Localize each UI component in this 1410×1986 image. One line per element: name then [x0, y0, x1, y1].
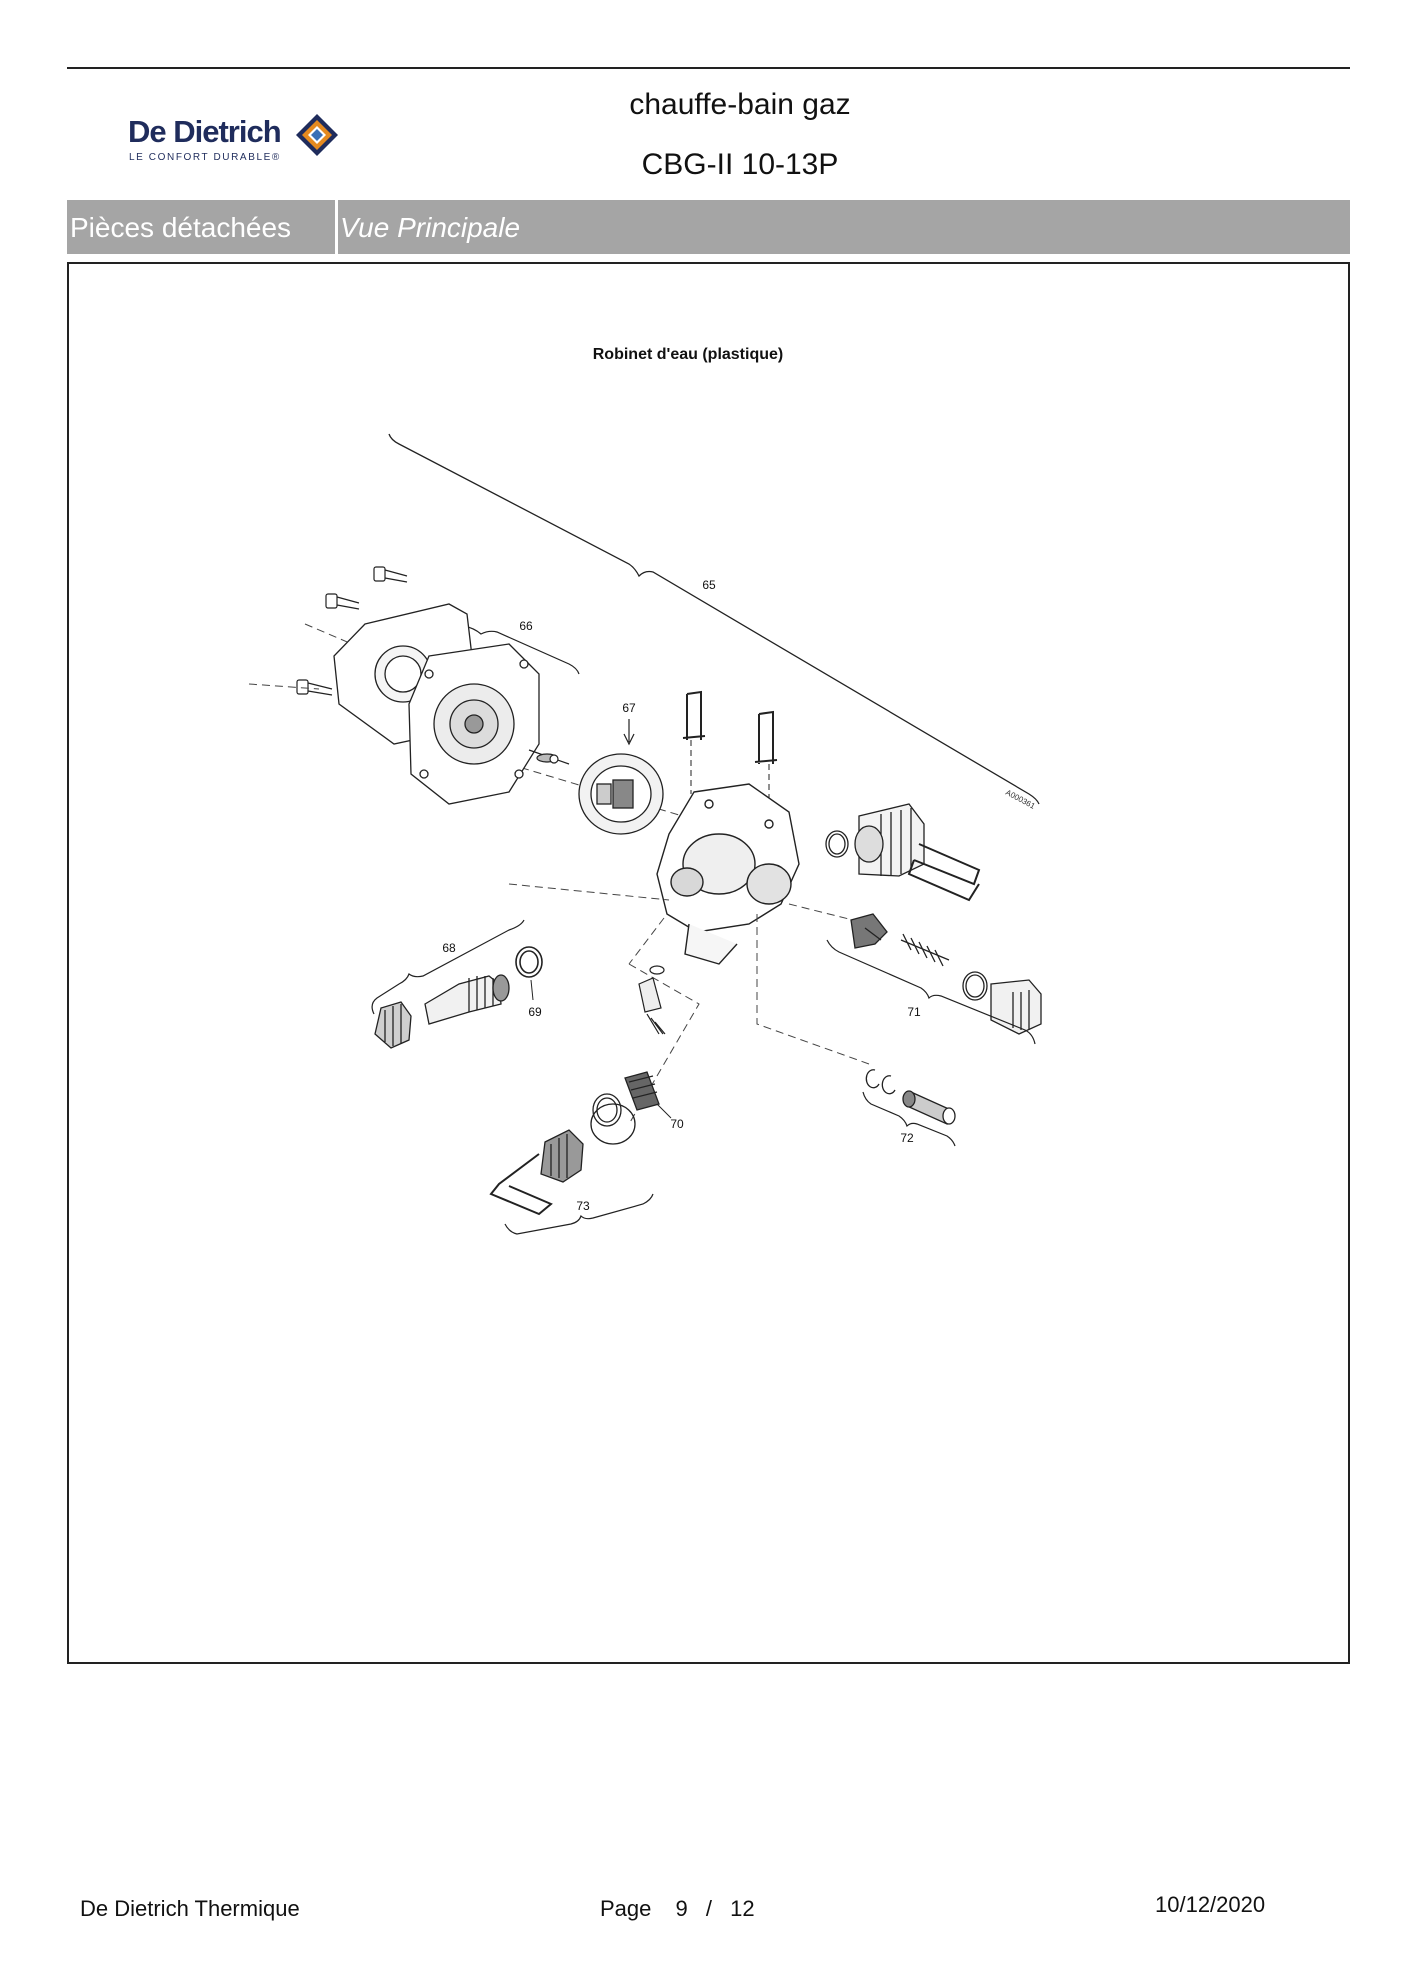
section-category: Pièces détachées: [70, 212, 292, 243]
spring-valve-71: [850, 913, 1042, 1035]
bracket-73: [504, 1193, 654, 1235]
control-ring: [578, 753, 664, 835]
footer-company: De Dietrich Thermique: [80, 1896, 300, 1921]
header-rule: [67, 67, 1350, 69]
callout-73: 73: [576, 1199, 590, 1213]
small-screw: [638, 965, 666, 1035]
retaining-clip: [907, 843, 981, 902]
filter-70: [624, 1071, 660, 1111]
bracket-65: [388, 433, 1040, 805]
exploded-view-diagram: Robinet d'eau (plastique) 65 A000361 66: [248, 346, 1042, 1235]
valve-body: [656, 783, 800, 965]
document-model: CBG-II 10-13P: [641, 148, 839, 181]
callout-69: 69: [528, 1005, 542, 1019]
diagram-frame: Robinet d'eau (plastique) 65 A000361 66: [67, 262, 1350, 1664]
axis-body: [508, 883, 870, 1125]
callout-71: 71: [907, 1005, 921, 1019]
page-total: 12: [730, 1896, 755, 1921]
bracket-68: [371, 919, 525, 1015]
callout-70: 70: [670, 1117, 684, 1131]
section-bar: Pièces détachées Vue Principale: [67, 200, 1350, 254]
callout-66: 66: [519, 619, 533, 633]
section-category-cell: [67, 200, 338, 254]
bracket-72: [862, 1091, 956, 1147]
section-view: Vue Principale: [340, 212, 521, 243]
inlet-plug: [374, 974, 510, 1049]
outlet-fitting: [825, 803, 925, 877]
arrow-67: [623, 719, 635, 746]
page-label: Page: [600, 1896, 652, 1921]
page-current: 9: [675, 1896, 688, 1921]
push-pin: [528, 749, 570, 765]
callout-68: 68: [442, 941, 456, 955]
bracket-66: [463, 625, 580, 675]
leader-69: [530, 979, 534, 1001]
diaphragm-cover: [408, 643, 540, 805]
drawing-reference: A000361: [1004, 788, 1037, 811]
logo-diamond-icon: [296, 114, 338, 156]
screws: [296, 566, 408, 696]
callout-67: 67: [622, 701, 636, 715]
diagram-title: Robinet d'eau (plastique): [593, 346, 783, 363]
seat-insert-73: [489, 1093, 636, 1216]
footer-pagination: Page 9 / 12: [600, 1896, 755, 1922]
callout-72: 72: [900, 1131, 914, 1145]
brand-logo: De Dietrich LE CONFORT DURABLE®: [128, 110, 348, 172]
page-separator: /: [705, 1896, 713, 1921]
logo-tagline: LE CONFORT DURABLE®: [129, 152, 281, 163]
document-title: chauffe-bain gaz: [629, 88, 851, 121]
pin-assembly-72: [865, 1069, 956, 1125]
callout-65: 65: [702, 578, 716, 592]
o-ring-69: [515, 946, 543, 978]
bracket-71: [826, 939, 1036, 1045]
logo-wordmark: De Dietrich: [128, 114, 282, 149]
footer-date: 10/12/2020: [1155, 1892, 1266, 1917]
leader-70: [656, 1103, 672, 1119]
